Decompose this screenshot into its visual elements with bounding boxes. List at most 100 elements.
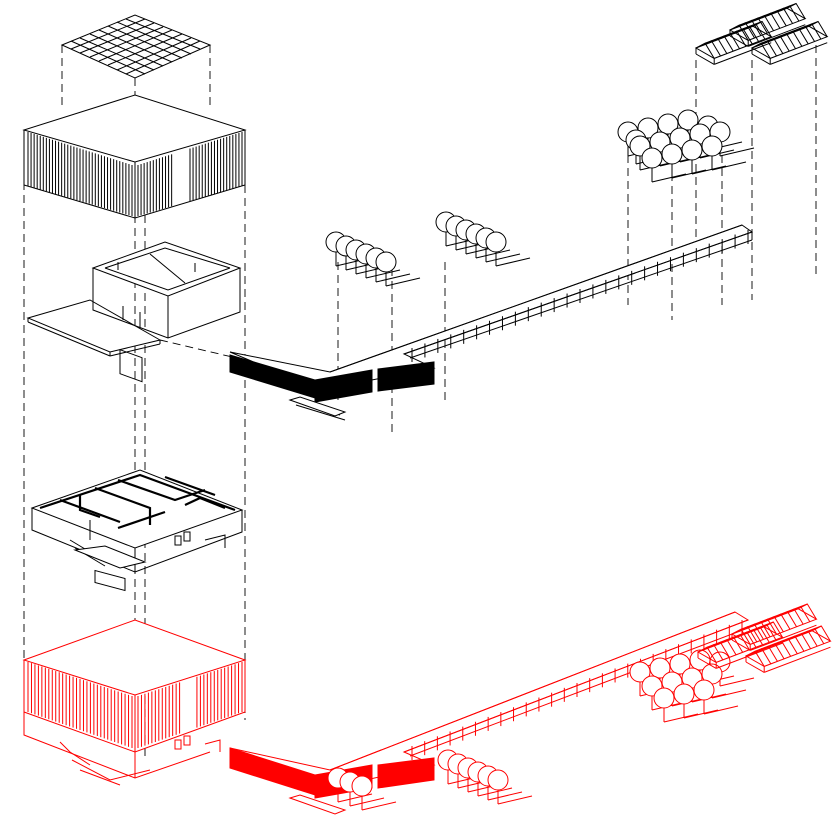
tree-shadow — [719, 147, 755, 157]
greenhouse-rib — [736, 22, 755, 39]
greenhouse-rib — [764, 37, 784, 54]
greenhouse-rib — [740, 25, 759, 42]
greenhouses-red — [696, 603, 832, 673]
tree — [351, 775, 373, 797]
greenhouse-rib — [798, 630, 818, 647]
roof-grid-layer — [60, 14, 212, 79]
greenhouse-rib — [704, 644, 724, 661]
greenhouse-rib — [759, 645, 778, 662]
tree-shadow — [691, 165, 727, 175]
greenhouse-rib — [765, 642, 785, 660]
greenhouse-rib — [702, 40, 721, 57]
tree-shadow — [365, 269, 401, 279]
tree — [641, 147, 663, 169]
upper-floor-plan-layer — [26, 241, 242, 383]
tree — [653, 687, 675, 709]
greenhouse-rib — [758, 40, 777, 57]
greenhouse-edge — [751, 53, 771, 65]
greenhouse-rib — [770, 35, 790, 52]
tree — [681, 139, 703, 161]
tree-shadow — [485, 253, 521, 263]
greenhouse-rib — [772, 640, 792, 657]
greenhouse-edge — [716, 642, 783, 669]
greenhouse-rib — [783, 30, 803, 47]
greenhouse-edge — [750, 624, 817, 651]
greenhouse-rib — [791, 605, 811, 622]
greenhouse-rib — [737, 631, 757, 648]
tree — [669, 653, 691, 675]
greenhouse-rib — [796, 25, 815, 42]
facade-screen-layer — [22, 94, 247, 219]
greenhouse-rib — [744, 628, 763, 646]
greenhouse-rib — [758, 618, 778, 635]
greenhouse-rib — [767, 10, 787, 27]
tree-shadow — [671, 169, 707, 179]
greenhouse-edge — [697, 657, 717, 669]
greenhouse-rib — [708, 37, 728, 54]
greenhouse-gable — [729, 24, 749, 41]
greenhouse-rib — [778, 610, 797, 628]
greenhouse-rib — [717, 638, 737, 656]
tree-shadow — [375, 273, 411, 283]
greenhouse-gable — [751, 42, 771, 59]
tree-shadow — [361, 801, 397, 811]
covered-walkway — [229, 224, 754, 421]
tree-shadow — [719, 677, 755, 687]
greenhouse-rib — [792, 632, 811, 650]
greenhouse-rib — [764, 615, 784, 633]
greenhouse-rib — [805, 627, 825, 644]
greenhouse-gable — [697, 646, 717, 663]
tree-shadow — [349, 797, 385, 807]
tree — [661, 143, 683, 165]
greenhouse-rib — [778, 637, 798, 655]
tree-shadow — [497, 795, 533, 805]
tree-shadow — [683, 709, 719, 719]
tree — [629, 661, 651, 683]
tree-shadow — [651, 173, 687, 183]
tree-shadow — [477, 787, 513, 797]
greenhouse-edge — [695, 53, 715, 65]
greenhouse-rib — [755, 14, 774, 32]
tree — [375, 251, 397, 273]
tree — [701, 135, 723, 157]
greenhouse-rib — [751, 620, 771, 638]
greenhouse-rib — [780, 5, 800, 22]
greenhouse-rib — [727, 30, 747, 47]
greenhouse-rib — [784, 608, 804, 625]
greenhouse-rib — [711, 641, 730, 658]
tree-shadow — [711, 689, 747, 699]
tree-shadow — [703, 705, 739, 715]
greenhouse-edge — [731, 639, 751, 651]
tree — [693, 679, 715, 701]
greenhouse-rib — [733, 28, 753, 45]
greenhouse-rib — [738, 626, 758, 643]
greenhouse-rib — [771, 613, 791, 630]
greenhouse-gable — [745, 650, 765, 667]
greenhouse-edge — [714, 42, 772, 65]
greenhouse-rib — [742, 19, 762, 36]
greenhouse-rib — [724, 636, 744, 653]
tree — [673, 683, 695, 705]
assembled-building-red — [22, 619, 247, 786]
tree — [485, 231, 507, 253]
tree-shadow — [663, 713, 699, 723]
greenhouse-edge — [745, 661, 765, 673]
greenhouse-rib — [789, 28, 809, 45]
tree-shadow — [487, 791, 523, 801]
greenhouse-rib — [752, 648, 772, 665]
tree-shadow — [475, 249, 511, 259]
tree-shadow — [495, 257, 531, 267]
greenhouse-rib — [748, 17, 768, 34]
greenhouse-edge — [770, 42, 828, 65]
greenhouse-rib — [745, 623, 764, 640]
tree — [649, 657, 671, 679]
greenhouse-rib — [777, 32, 796, 50]
tree — [677, 109, 699, 131]
ground-floor-plan-layer — [30, 469, 244, 592]
greenhouse-rib — [802, 23, 822, 40]
greenhouse-rib — [746, 23, 766, 40]
greenhouse-gable — [695, 42, 715, 59]
greenhouse-edge — [729, 35, 749, 47]
